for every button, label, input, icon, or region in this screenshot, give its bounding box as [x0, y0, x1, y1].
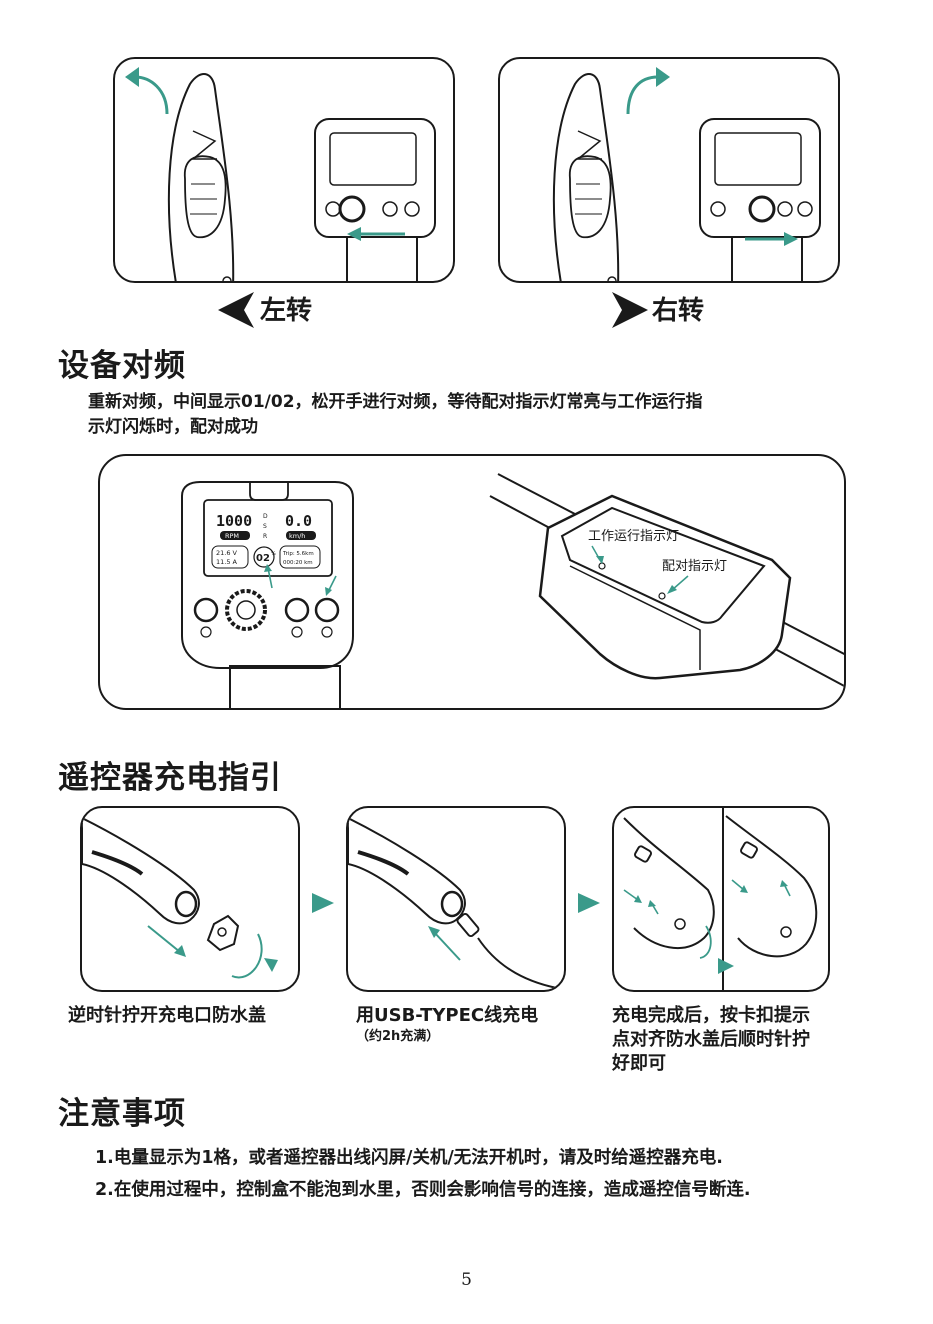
right-arrow-icon [612, 292, 648, 328]
note-item-2: 2.在使用过程中，控制盒不能泡到水里，否则会影响信号的连接，造成遥控信号断连. [95, 1176, 750, 1201]
work-light-callout: 工作运行指示灯 [588, 529, 679, 544]
charging-step3-illustration [612, 806, 830, 992]
left-arrow-icon [218, 292, 254, 328]
gear-d: D [263, 513, 268, 520]
pair-light-callout: 配对指示灯 [662, 559, 727, 574]
rpm-unit: RPM [225, 532, 239, 540]
charging-step3-line-2: 点对齐防水盖后顺时针拧 [612, 1028, 810, 1052]
speed-unit: km/h [289, 532, 305, 540]
right-turn-illustration [498, 57, 840, 283]
pairing-instructions: 重新对频，中间显示01/02，松开手进行对频，等待配对指示灯常亮与工作运行指 示… [88, 390, 703, 440]
charging-step1-illustration [80, 806, 300, 992]
page-number: 5 [0, 1270, 933, 1290]
charging-heading: 遥控器充电指引 [58, 752, 282, 797]
voltage-readout: 21.6 V [216, 549, 238, 557]
notes-heading: 注意事项 [58, 1088, 186, 1133]
charging-step2-subtitle: （约2h充满） [356, 1028, 538, 1046]
pair-value: 02 [256, 553, 270, 564]
speed-value: 0.0 [285, 512, 312, 530]
trip-label: Trip: 5.6km [282, 551, 314, 557]
step-arrow-icon [578, 893, 600, 913]
rpm-value: 1000 [216, 512, 252, 530]
step2-drawing [348, 808, 566, 992]
left-turn-label: 左转 [260, 290, 312, 327]
note-item-1: 1.电量显示为1格，或者遥控器出线闪屏/关机/无法开机时，请及时给遥控器充电. [95, 1144, 723, 1169]
pairing-instructions-line-1: 重新对频，中间显示01/02，松开手进行对频，等待配对指示灯常亮与工作运行指 [88, 390, 703, 415]
pair-unit: % [271, 551, 276, 557]
charging-step1-text: 逆时针拧开充电口防水盖 [68, 1004, 266, 1028]
charging-step3-line-3: 好即可 [612, 1052, 810, 1076]
right-turn-drawing [500, 59, 840, 283]
charging-step3-line-1: 充电完成后，按卡扣提示 [612, 1004, 810, 1028]
pairing-heading: 设备对频 [58, 340, 186, 385]
pairing-instructions-line-2: 示灯闪烁时，配对成功 [88, 415, 703, 440]
step3-drawing [614, 808, 830, 992]
right-turn-label: 右转 [652, 290, 704, 327]
pairing-drawing: 1000 RPM D S R 0.0 km/h 21.6 V 11.5 A 02… [100, 456, 846, 710]
charging-step2-illustration [346, 806, 566, 992]
charging-step2-text: 用USB-TYPEC线充电 （约2h充满） [356, 1004, 538, 1046]
pairing-illustration: 1000 RPM D S R 0.0 km/h 21.6 V 11.5 A 02… [98, 454, 846, 710]
left-turn-drawing [115, 59, 455, 283]
trip-time: 000:20 km [283, 560, 313, 566]
charging-step2-title: 用USB-TYPEC线充电 [356, 1005, 538, 1026]
gear-s: S [263, 523, 267, 530]
left-turn-illustration [113, 57, 455, 283]
current-readout: 11.5 A [216, 558, 238, 566]
gear-r: R [263, 533, 267, 540]
step-arrow-icon [312, 893, 334, 913]
step1-drawing [82, 808, 300, 992]
charging-step3-text: 充电完成后，按卡扣提示 点对齐防水盖后顺时针拧 好即可 [612, 1004, 810, 1076]
